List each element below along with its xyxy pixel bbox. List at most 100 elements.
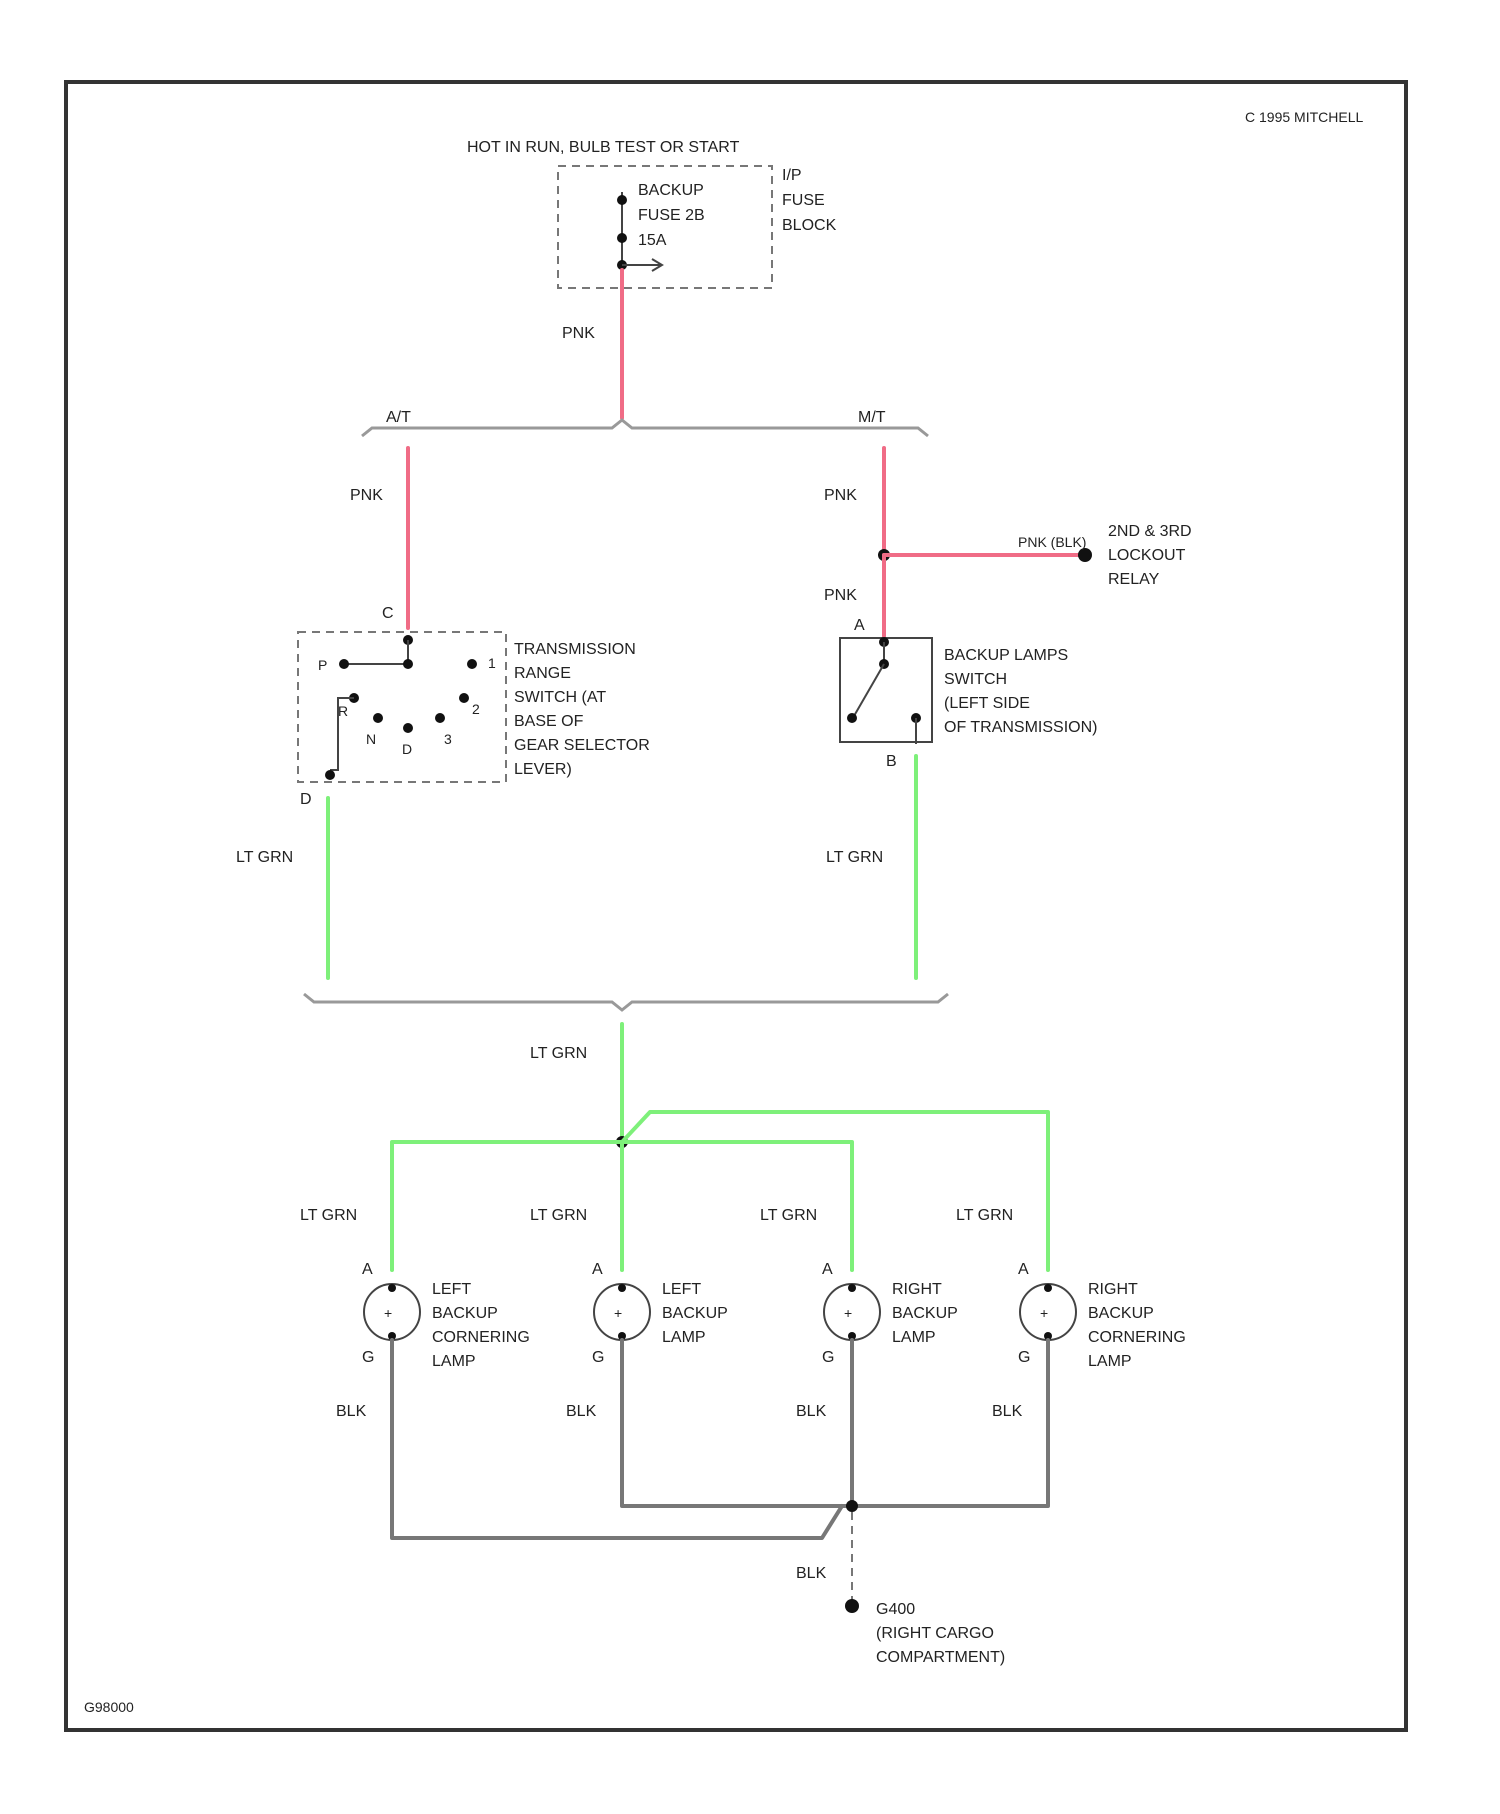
fuse-block-label: I/P FUSE BLOCK [782,167,837,234]
svg-text:TRANSMISSION: TRANSMISSION [514,641,636,658]
svg-text:SWITCH: SWITCH [944,671,1007,688]
svg-text:BLK: BLK [992,1403,1023,1420]
svg-text:G: G [1018,1349,1030,1366]
trs-terminal-in: C [382,605,394,622]
svg-text:A: A [822,1261,833,1278]
svg-text:LEFT: LEFT [662,1281,701,1298]
wire-label-at-out: LT GRN [236,849,293,866]
svg-text:G: G [362,1349,374,1366]
wire-label-at-in: PNK [350,487,383,504]
svg-text:P: P [318,657,327,673]
svg-text:LAMP: LAMP [892,1329,936,1346]
lamp-right-backup-cornering: A + G RIGHT BACKUP CORNERING LAMP [1018,1261,1186,1370]
svg-text:3: 3 [444,731,452,747]
svg-text:(RIGHT CARGO: (RIGHT CARGO [876,1625,994,1642]
svg-text:FUSE 2B: FUSE 2B [638,207,705,224]
svg-text:RIGHT: RIGHT [892,1281,942,1298]
trs-label: TRANSMISSION RANGE SWITCH (AT BASE OF GE… [514,641,650,778]
svg-text:BLK: BLK [566,1403,597,1420]
branch-label-at: A/T [386,409,411,426]
wire-label-mt-to-switch: PNK [824,587,857,604]
svg-text:2: 2 [472,701,480,717]
svg-text:G: G [592,1349,604,1366]
svg-text:+: + [614,1305,622,1321]
lamp-left-backup-cornering: A + G LEFT BACKUP CORNERING LAMP [362,1261,530,1370]
copyright-label: C 1995 MITCHELL [1245,109,1363,125]
switch-contacts [847,637,921,744]
backup-switch-label: BACKUP LAMPS SWITCH (LEFT SIDE OF TRANSM… [944,647,1098,736]
svg-text:BACKUP: BACKUP [1088,1305,1154,1322]
switch-terminal-in: A [854,617,865,634]
branch-label-mt: M/T [858,409,886,426]
svg-text:A: A [1018,1261,1029,1278]
svg-text:D: D [402,741,412,757]
diagram-code: G98000 [84,1699,134,1715]
svg-text:+: + [384,1305,392,1321]
svg-text:CORNERING: CORNERING [1088,1329,1186,1346]
svg-text:RANGE: RANGE [514,665,571,682]
wire-label-ground-lead: BLK [796,1565,827,1582]
wire-label-mt-out: LT GRN [826,849,883,866]
lamp-left-backup: A + G LEFT BACKUP LAMP [592,1261,728,1366]
svg-text:2ND & 3RD: 2ND & 3RD [1108,523,1192,540]
svg-text:LAMP: LAMP [662,1329,706,1346]
backup-lamps-switch [840,638,932,742]
ground-point [845,1599,859,1613]
trs-position-labels: P R N D 3 2 1 [318,655,496,757]
fuse-label: BACKUP FUSE 2B 15A [638,182,705,249]
svg-text:A: A [362,1261,373,1278]
svg-text:(LEFT SIDE: (LEFT SIDE [944,695,1030,712]
trs-terminal-out: D [300,791,312,808]
svg-text:BLK: BLK [336,1403,367,1420]
svg-text:G400: G400 [876,1601,915,1618]
switch-terminal-out: B [886,753,897,770]
svg-text:N: N [366,731,376,747]
svg-text:RELAY: RELAY [1108,571,1160,588]
svg-text:GEAR SELECTOR: GEAR SELECTOR [514,737,650,754]
svg-text:BACKUP: BACKUP [892,1305,958,1322]
ground-label: G400 (RIGHT CARGO COMPARTMENT) [876,1601,1005,1666]
svg-text:BLK: BLK [796,1403,827,1420]
svg-text:BACKUP LAMPS: BACKUP LAMPS [944,647,1068,664]
diagram-frame [66,82,1406,1730]
svg-text:COMPARTMENT): COMPARTMENT) [876,1649,1005,1666]
lamp-feed-labels: LT GRN LT GRN LT GRN LT GRN [300,1207,1013,1224]
svg-text:G: G [822,1349,834,1366]
option-bracket-bottom [304,994,948,1010]
ground-wires [392,1340,1048,1538]
svg-text:BASE OF: BASE OF [514,713,584,730]
svg-text:BACKUP: BACKUP [638,182,704,199]
lamp-feed-wires [392,1112,1048,1270]
lamp-right-backup: A + G RIGHT BACKUP LAMP [822,1261,958,1366]
svg-text:SWITCH (AT: SWITCH (AT [514,689,606,706]
svg-text:LT GRN: LT GRN [530,1207,587,1224]
svg-text:1: 1 [488,655,496,671]
option-bracket-top [362,420,928,436]
svg-text:LEVER): LEVER) [514,761,572,778]
svg-text:LAMP: LAMP [1088,1353,1132,1370]
power-source-label: HOT IN RUN, BULB TEST OR START [467,139,740,156]
relay-connector [1078,548,1092,562]
wire-label-mt-to-relay: PNK (BLK) [1018,534,1086,550]
wire-label-mt-in: PNK [824,487,857,504]
svg-text:+: + [1040,1305,1048,1321]
svg-text:LT GRN: LT GRN [760,1207,817,1224]
wire-label-common: LT GRN [530,1045,587,1062]
ground-splice [846,1500,858,1512]
svg-text:A: A [592,1261,603,1278]
svg-text:RIGHT: RIGHT [1088,1281,1138,1298]
svg-text:FUSE: FUSE [782,192,825,209]
svg-text:LAMP: LAMP [432,1353,476,1370]
svg-text:15A: 15A [638,232,667,249]
svg-text:LT GRN: LT GRN [300,1207,357,1224]
svg-text:I/P: I/P [782,167,802,184]
ground-labels: BLK BLK BLK BLK [336,1403,1023,1420]
svg-text:LOCKOUT: LOCKOUT [1108,547,1186,564]
lockout-relay-label: 2ND & 3RD LOCKOUT RELAY [1108,523,1192,588]
svg-text:BLOCK: BLOCK [782,217,837,234]
svg-text:LT GRN: LT GRN [956,1207,1013,1224]
svg-text:OF TRANSMISSION): OF TRANSMISSION) [944,719,1098,736]
svg-text:R: R [338,703,348,719]
svg-text:LEFT: LEFT [432,1281,471,1298]
